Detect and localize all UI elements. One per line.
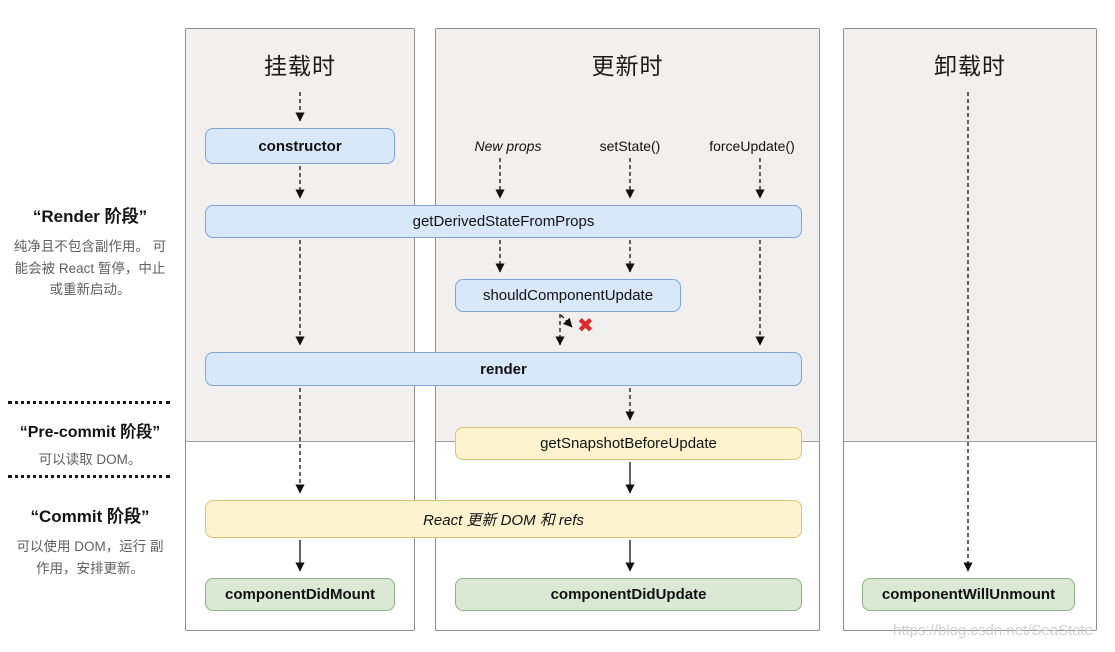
watermark: https://blog.csdn.net/SeaState [893, 622, 1094, 639]
phase-precommit-title: “Pre-commit 阶段” [19, 424, 161, 441]
trigger-force-update: forceUpdate() [709, 138, 795, 154]
method-component-will-unmount: componentWillUnmount [862, 578, 1075, 611]
method-should-component-update: shouldComponentUpdate [455, 279, 681, 312]
column-unmounting-title: 卸载时 [934, 53, 1006, 79]
phase-render: “Render 阶段” 纯净且不包含副作用。 可能会被 React 暂停，中止或… [4, 202, 176, 301]
render-phase-region-unmounting [844, 29, 1096, 442]
phase-divider-top [8, 401, 170, 404]
phase-precommit: “Pre-commit 阶段” 可以读取 DOM。 [4, 418, 176, 471]
column-updating: 更新时 [435, 28, 820, 631]
phase-render-description: 纯净且不包含副作用。 可能会被 React 暂停，中止或重新启动。 [13, 239, 167, 298]
method-component-did-update: componentDidUpdate [455, 578, 802, 611]
column-mounting-title: 挂载时 [264, 53, 336, 79]
method-constructor: constructor [205, 128, 395, 164]
step-react-updates-dom: React 更新 DOM 和 refs [205, 500, 802, 538]
column-updating-title: 更新时 [591, 53, 664, 79]
trigger-new-props: New props [474, 138, 542, 154]
trigger-set-state: setState() [599, 138, 661, 154]
method-get-derived-state-from-props: getDerivedStateFromProps [205, 205, 802, 238]
phase-commit-title: “Commit 阶段” [30, 507, 150, 526]
phase-commit: “Commit 阶段” 可以使用 DOM，运行 副作用，安排更新。 [4, 502, 176, 579]
method-render: render [205, 352, 802, 386]
method-get-snapshot-before-update: getSnapshotBeforeUpdate [455, 427, 802, 460]
phase-commit-description: 可以使用 DOM，运行 副作用，安排更新。 [16, 539, 164, 576]
column-mounting: 挂载时 [185, 28, 415, 631]
method-component-did-mount: componentDidMount [205, 578, 395, 611]
phase-render-title: “Render 阶段” [32, 207, 148, 226]
phase-divider-bottom [8, 475, 170, 478]
column-unmounting: 卸载时 [843, 28, 1097, 631]
reject-x-icon: ✖ [577, 315, 594, 337]
phase-precommit-description: 可以读取 DOM。 [38, 452, 142, 467]
